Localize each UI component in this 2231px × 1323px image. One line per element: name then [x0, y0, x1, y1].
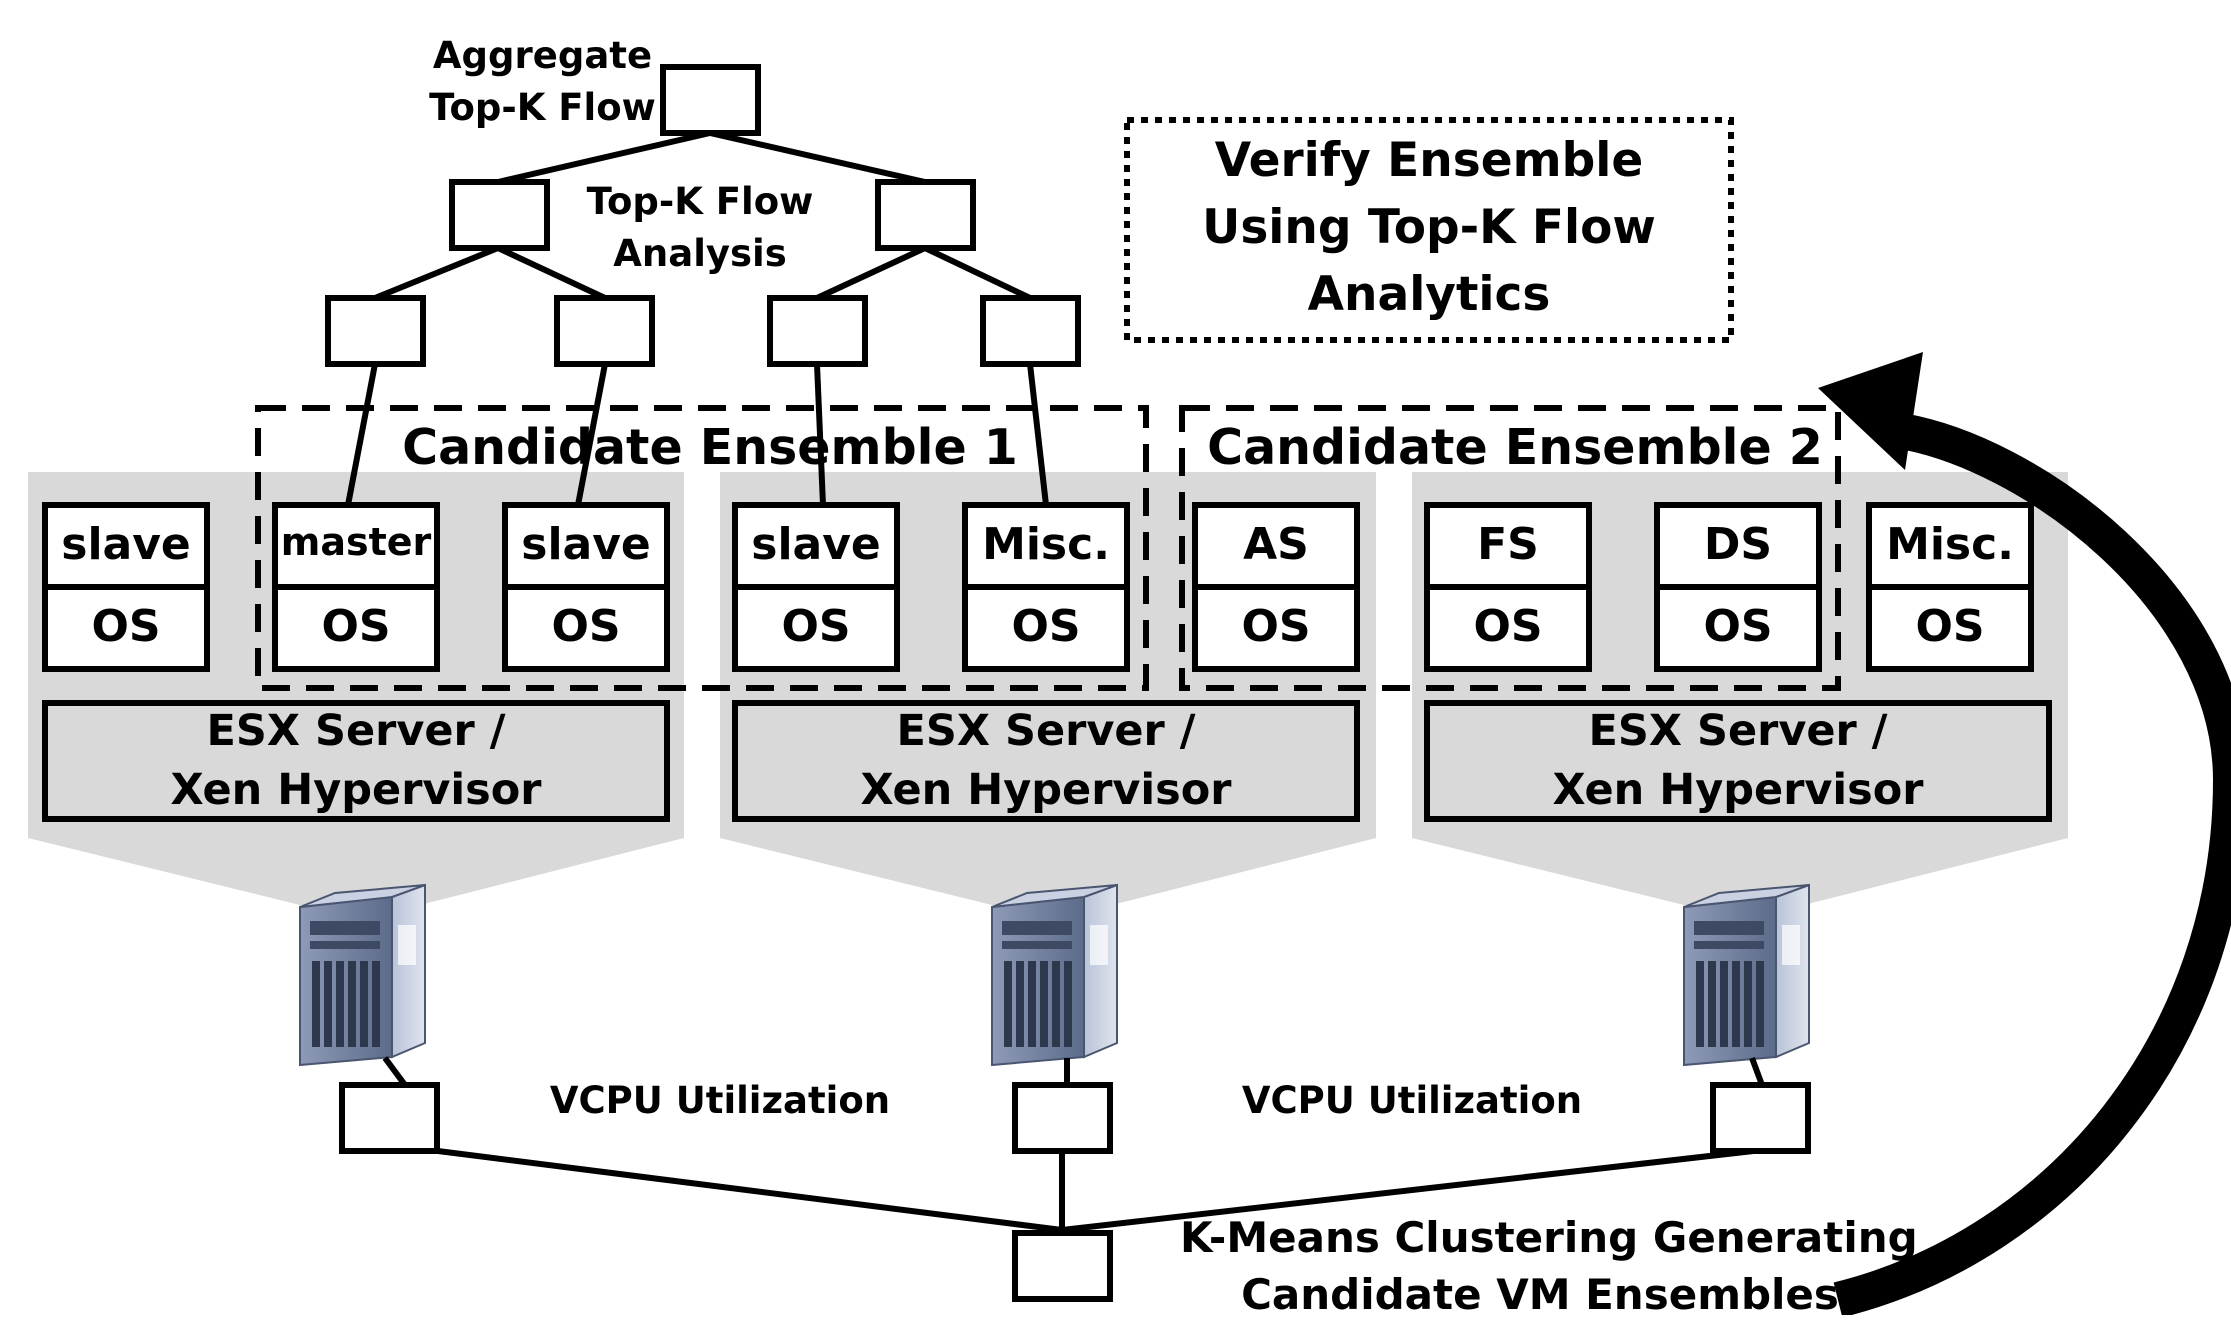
- vm-app-label: Misc.: [982, 519, 1110, 570]
- candidate-ensemble-1-outline: [255, 405, 1149, 691]
- vm-boxes: [42, 502, 2034, 672]
- vcpu-nodes: [339, 1082, 1811, 1302]
- vm-app-label: slave: [521, 519, 651, 570]
- vm-box-4: [732, 502, 900, 672]
- vcpu-utilization-label: VCPU Utilization: [1241, 1079, 1583, 1122]
- arrowhead-icon: [1818, 352, 1923, 470]
- hypervisor-boxes: [42, 700, 2052, 822]
- vcpu-node: [1710, 1082, 1811, 1154]
- vm-box-3: [502, 502, 670, 672]
- vm-os-label: OS: [1703, 601, 1773, 652]
- hypervisor-label: ESX Server /Xen Hypervisor: [170, 706, 542, 816]
- server-icon: [1683, 884, 1810, 1066]
- vm-app-label: Misc.: [1886, 519, 2014, 570]
- tree-node: [554, 295, 655, 367]
- vm-box-6: [1192, 502, 1360, 672]
- vcpu-utilization-label: VCPU Utilization: [549, 1079, 891, 1122]
- server-icons: [299, 884, 1810, 1066]
- vm-box-9: [1866, 502, 2034, 672]
- kmeans-node: [1012, 1230, 1113, 1302]
- vm-app-label: slave: [61, 519, 191, 570]
- verify-ensemble-box: [1124, 117, 1734, 343]
- vcpu-node: [339, 1082, 440, 1154]
- tree-edges: [345, 130, 1049, 506]
- vm-box-8: [1654, 502, 1822, 672]
- hypervisor-label: ESX Server /Xen Hypervisor: [860, 706, 1232, 816]
- vm-os-label: OS: [91, 601, 161, 652]
- tree-node: [980, 295, 1081, 367]
- candidate-ensemble-2-outline: [1179, 405, 1841, 691]
- vm-app-label: AS: [1243, 519, 1309, 570]
- tree-nodes: [325, 64, 1081, 367]
- hypervisor-box-1: [42, 700, 670, 822]
- vm-os-label: OS: [321, 601, 391, 652]
- hypervisor-box-3: [1424, 700, 2052, 822]
- tree-node: [767, 295, 868, 367]
- vm-os-label: OS: [1473, 601, 1543, 652]
- vm-box-2: [272, 502, 440, 672]
- vm-box-1: [42, 502, 210, 672]
- tree-node: [325, 295, 426, 367]
- hypervisor-box-2: [732, 700, 1360, 822]
- vm-box-7: [1424, 502, 1592, 672]
- candidate-ensemble-1-label: Candidate Ensemble 1: [402, 419, 1018, 476]
- vm-os-label: OS: [1915, 601, 1985, 652]
- vm-app-label: FS: [1477, 519, 1539, 570]
- tree-node: [449, 179, 550, 251]
- candidate-ensemble-2-label: Candidate Ensemble 2: [1207, 419, 1823, 476]
- network-lines: [382, 1056, 1765, 1233]
- vm-os-label: OS: [551, 601, 621, 652]
- vm-app-label: master: [280, 520, 432, 564]
- vm-app-label: slave: [751, 519, 881, 570]
- vcpu-node: [1012, 1082, 1113, 1154]
- vm-os-label: OS: [1011, 601, 1081, 652]
- server-icon: [299, 884, 426, 1066]
- hypervisor-label: ESX Server /Xen Hypervisor: [1552, 706, 1924, 816]
- ensemble-outlines: [255, 405, 1841, 691]
- aggregate-node: [660, 64, 761, 136]
- vm-os-label: OS: [781, 601, 851, 652]
- vm-app-label: DS: [1703, 519, 1773, 570]
- tree-node: [875, 179, 976, 251]
- server-icon: [991, 884, 1118, 1066]
- vm-box-5: [962, 502, 1130, 672]
- vm-os-label: OS: [1241, 601, 1311, 652]
- feedback-arrow: [1818, 352, 2231, 1315]
